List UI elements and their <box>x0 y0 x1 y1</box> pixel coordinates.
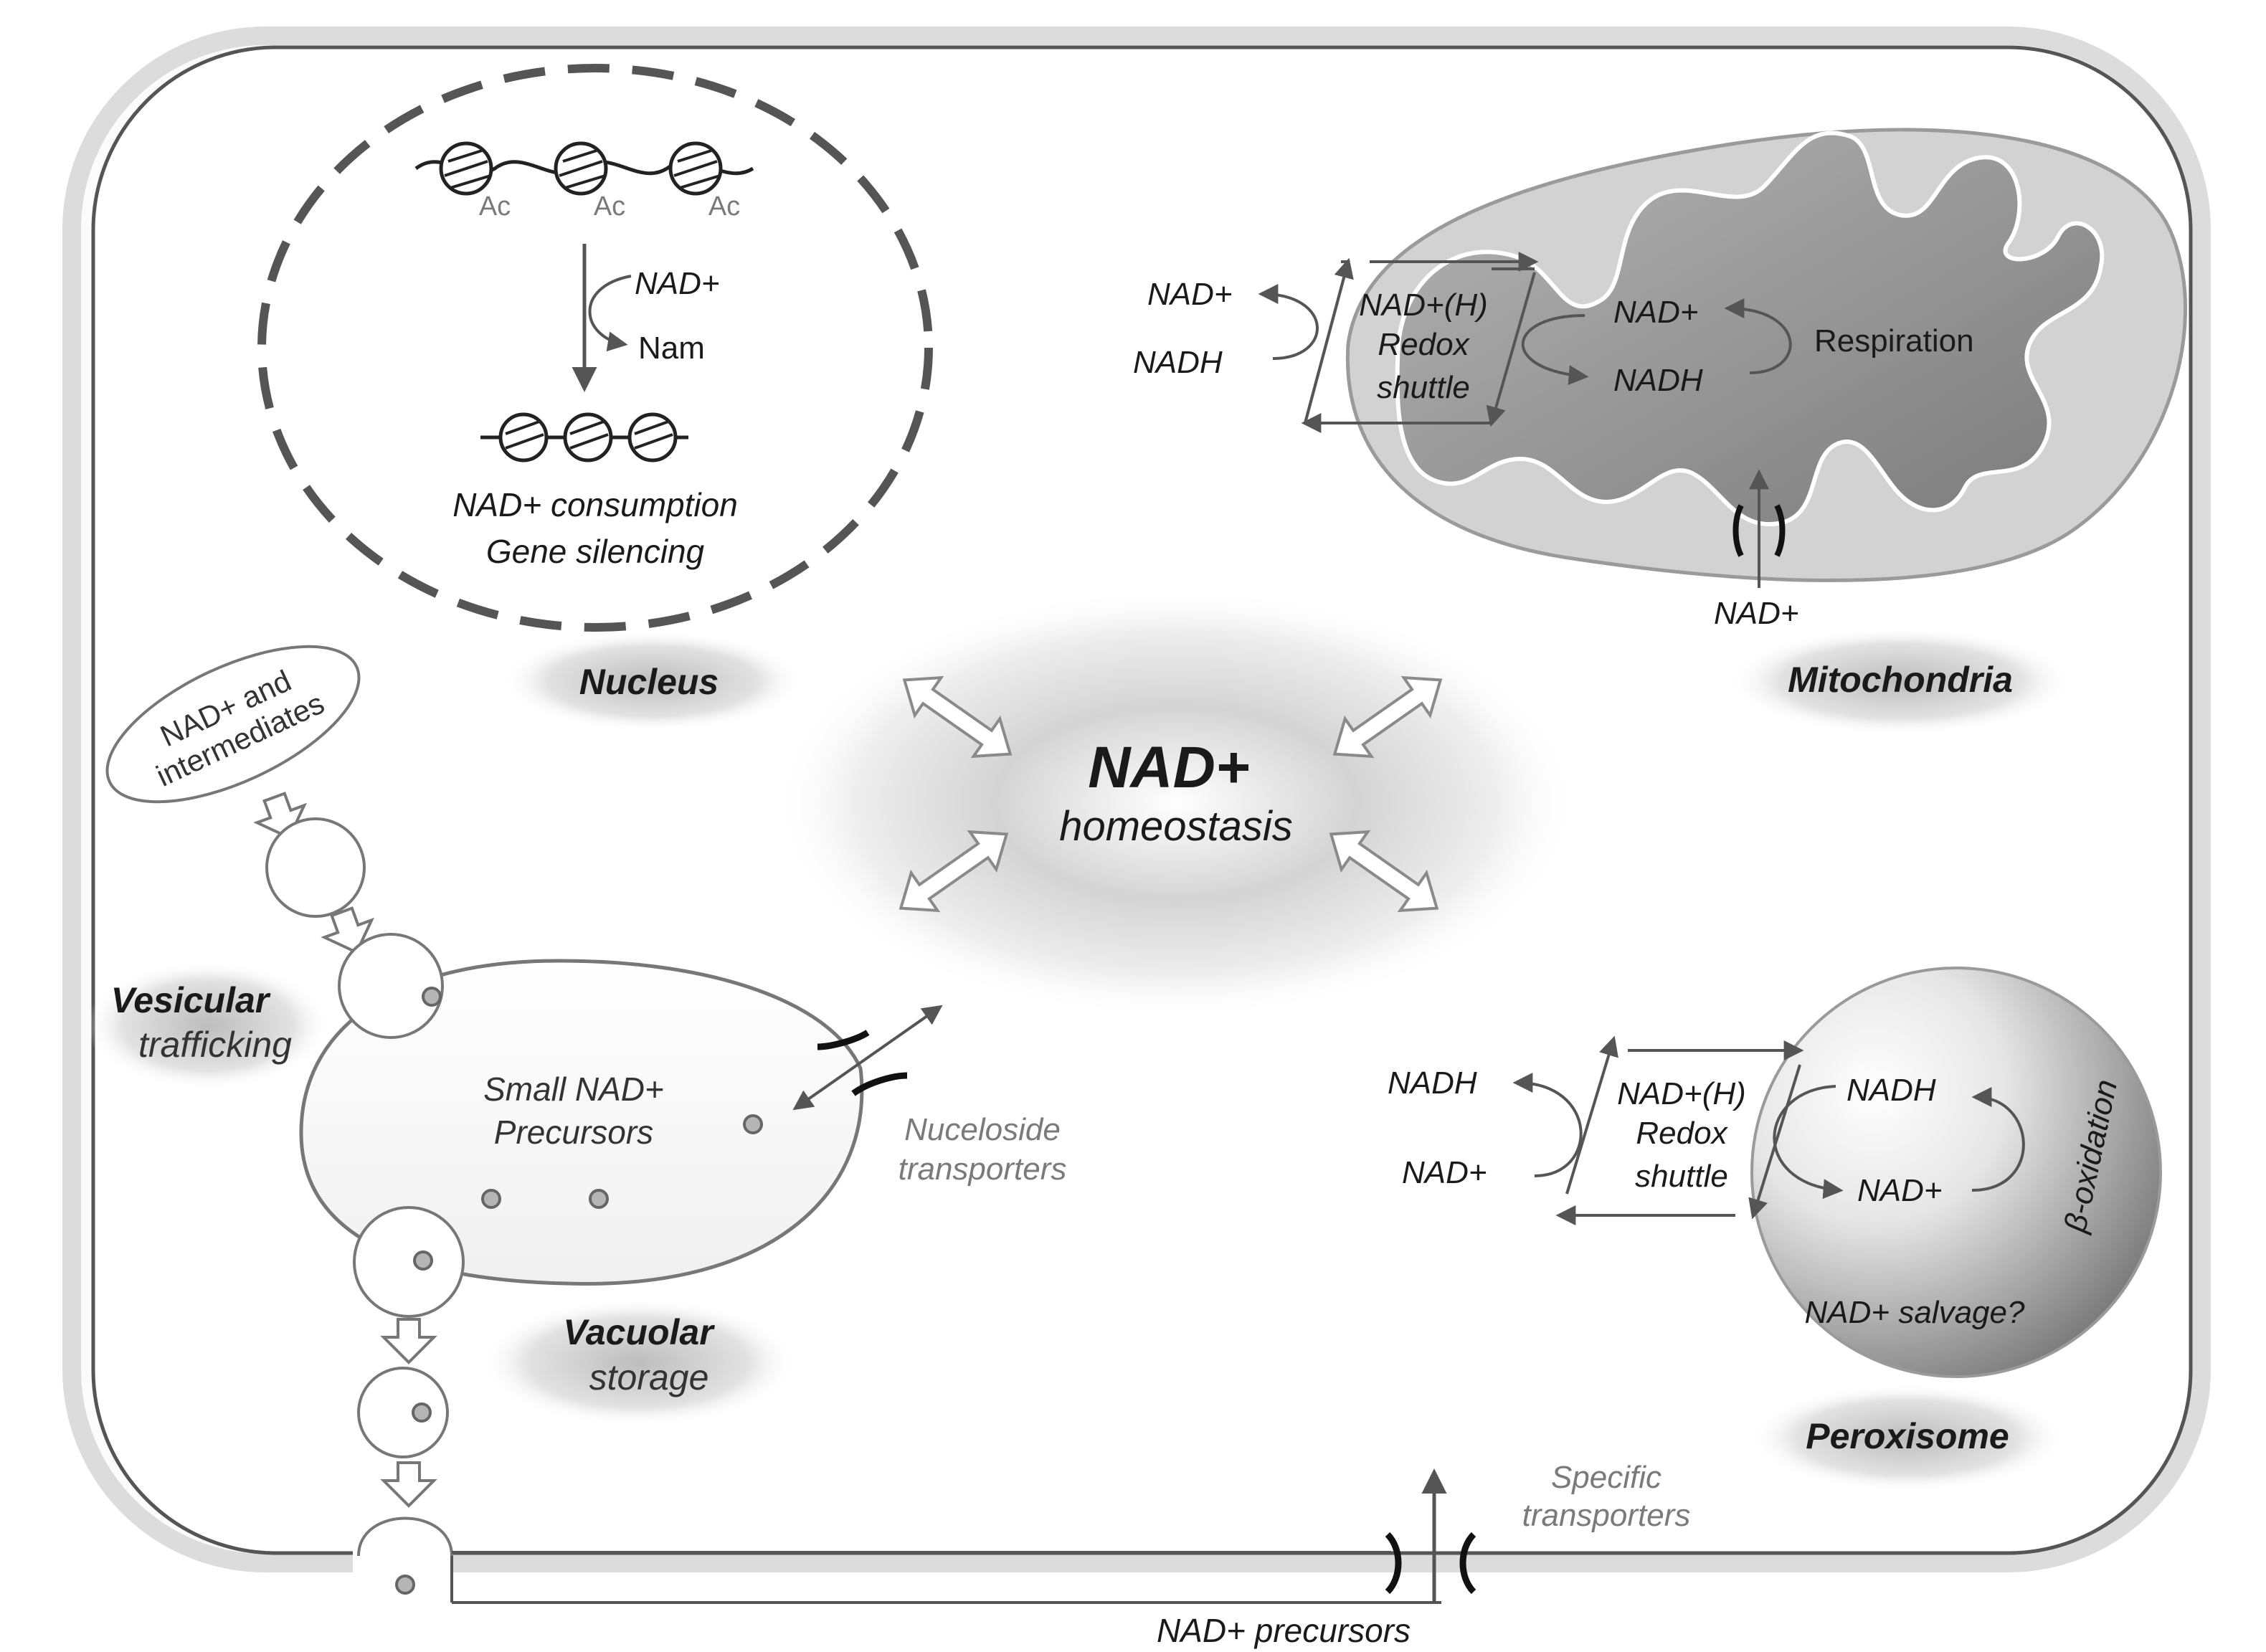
mito-inner-nadh: NADH <box>1613 363 1703 398</box>
peroxisome: NAD+(H) Redox shuttle NADH NAD+ NADH NAD… <box>1388 967 2162 1491</box>
vacuole-content-2: Precursors <box>494 1114 653 1151</box>
vacuole-content-1: Small NAD+ <box>483 1071 664 1108</box>
perox-shuttle-3: shuttle <box>1635 1159 1728 1194</box>
nucleus-reaction-nam: Nam <box>638 331 705 366</box>
perox-shuttle-2: Redox <box>1636 1116 1728 1151</box>
vesicular-trafficking: NAD+ and intermediates Vesicular traffic… <box>86 645 375 1090</box>
nucleus-caption-2: Gene silencing <box>486 533 705 570</box>
vacuole: Small NAD+ Precursors Nuceloside transpo… <box>299 933 1067 1427</box>
arrow-to-vacuole <box>899 830 1009 913</box>
acetyl-label-3: Ac <box>708 191 740 222</box>
fusing-vesicle-bottom <box>353 1206 465 1318</box>
vesicle <box>265 817 366 918</box>
vacuole-transporter-1: Nuceloside <box>904 1112 1061 1147</box>
arrow-to-peroxisome <box>1329 830 1439 913</box>
perox-inner-nadh: NADH <box>1847 1073 1936 1108</box>
hollow-arrow-2 <box>321 906 375 954</box>
mito-outer-nadh: NADH <box>1133 345 1223 380</box>
precursor-dots <box>413 987 763 1271</box>
arrow-to-mitochondria <box>1332 675 1443 759</box>
perox-salvage: NAD+ salvage? <box>1805 1295 2025 1330</box>
arrow-to-nucleus <box>902 675 1013 759</box>
hollow-arrow-3 <box>380 1318 437 1364</box>
peroxisome-label: Peroxisome <box>1806 1416 2009 1456</box>
plasma-membrane-transporter: Specific transporters NAD+ precursors <box>1157 1460 1690 1649</box>
mito-shuttle-3: shuttle <box>1377 370 1470 405</box>
hollow-arrow-4 <box>380 1461 437 1508</box>
acetyl-label-1: Ac <box>479 191 511 222</box>
homeostasis-hub: NAD+ homeostasis <box>774 588 1578 1018</box>
vacuole-label-1: Vacuolar <box>563 1312 715 1352</box>
fusing-vesicle-top <box>338 933 444 1039</box>
mito-respiration: Respiration <box>1814 323 1974 359</box>
mito-inner-nad: NAD+ <box>1613 295 1699 330</box>
vesicular-label-2: trafficking <box>138 1025 292 1065</box>
nucleus: Ac Ac Ac NAD+ Nam NAD+ consumption Gene … <box>257 64 933 731</box>
exocytic-vesicle <box>357 1367 449 1458</box>
vacuole-label-2: storage <box>589 1357 709 1397</box>
mito-shuttle-1: NAD+(H) <box>1359 288 1488 323</box>
mitochondria-label: Mitochondria <box>1788 660 2013 700</box>
perox-shuttle-1: NAD+(H) <box>1617 1076 1746 1111</box>
membrane-precursors: NAD+ precursors <box>1157 1612 1411 1649</box>
nucleus-label: Nucleus <box>579 662 719 702</box>
homeostasis-title: NAD+ <box>1088 735 1250 800</box>
perox-inner-nad: NAD+ <box>1857 1173 1943 1208</box>
homeostasis-subtitle: homeostasis <box>1059 803 1293 850</box>
nucleosome-compact-icon <box>498 412 678 462</box>
perox-outer-nadh: NADH <box>1388 1065 1477 1101</box>
membrane-transporter-1: Specific <box>1551 1460 1661 1495</box>
mito-shuttle-2: Redox <box>1378 327 1470 362</box>
nucleosome-icon <box>439 141 723 196</box>
acetyl-label-2: Ac <box>594 191 625 222</box>
nucleoside-transport-arrow <box>792 1005 943 1111</box>
nucleus-reaction-nad: NAD+ <box>635 266 720 301</box>
vesicular-label-1: Vesicular <box>111 980 271 1020</box>
membrane-transporter-2: transporters <box>1522 1498 1691 1533</box>
mitochondrion: NAD+(H) Redox shuttle NAD+ NADH NAD+ NAD… <box>1133 128 2187 735</box>
homeostasis-arrows <box>899 675 1443 913</box>
nucleus-caption-1: NAD+ consumption <box>452 486 738 523</box>
mito-outer-nad: NAD+ <box>1147 277 1233 312</box>
perox-outer-nad: NAD+ <box>1402 1155 1487 1190</box>
vacuole-transporter-2: transporters <box>899 1152 1067 1187</box>
exocytosis-path <box>353 1318 1441 1604</box>
mito-import-nad: NAD+ <box>1714 596 1799 631</box>
